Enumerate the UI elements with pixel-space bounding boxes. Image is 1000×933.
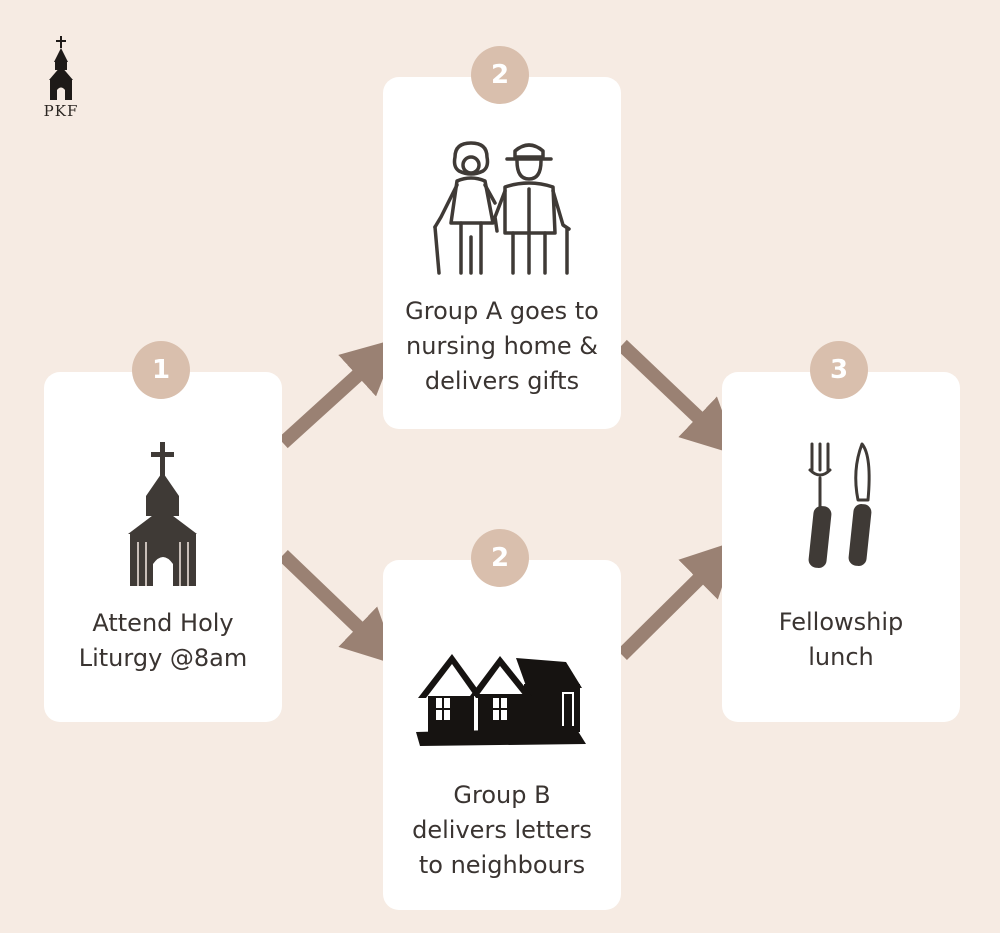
step-card-2a <box>383 77 621 429</box>
arrow-1-to-2a <box>278 338 399 449</box>
step-badge-1: 1 <box>132 341 190 399</box>
step-badge-2a: 2 <box>471 46 529 104</box>
step-badge-2b: 2 <box>471 529 529 587</box>
logo: PKF <box>36 36 86 120</box>
fork-knife-icon <box>808 442 872 568</box>
step-label-3: Fellowship lunch <box>778 608 904 671</box>
step-label-2b: Group B delivers letters to neighbours <box>412 781 592 879</box>
houses-icon <box>416 654 586 746</box>
step-badge-3: 3 <box>810 341 868 399</box>
arrow-1-to-2b <box>278 549 399 666</box>
logo-text: PKF <box>43 102 79 120</box>
arrow-2b-to-3 <box>617 540 738 660</box>
elderly-couple-icon <box>433 141 571 275</box>
arrow-2a-to-3 <box>617 339 739 456</box>
step-label-1: Attend Holy Liturgy @8am <box>78 609 248 672</box>
step-label-2a: Group A goes to nursing home & delivers … <box>405 297 599 395</box>
step-card-3 <box>722 372 960 722</box>
church-icon <box>128 442 197 586</box>
church-icon <box>49 36 73 100</box>
